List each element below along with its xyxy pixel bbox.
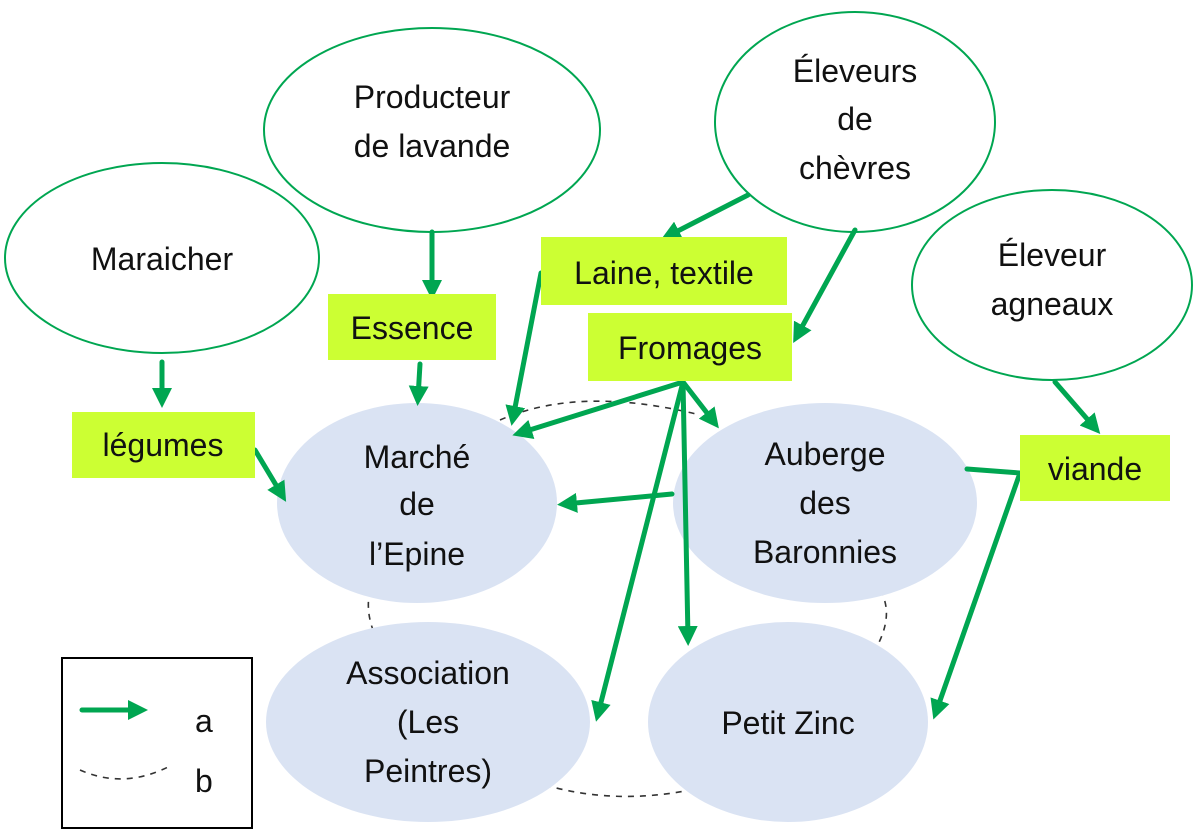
arrow-legumes-marche: [252, 447, 287, 502]
arrow-laine-marche: [505, 270, 544, 426]
place-auberge: Auberge des Baronnies: [673, 403, 977, 603]
place-association-label-1: Association: [346, 655, 510, 691]
place-marche-label-3: l’Epine: [369, 536, 465, 572]
producer-chevres: Éleveurs de chèvres: [714, 11, 996, 233]
product-legumes: légumes: [72, 412, 255, 478]
legend: a b: [61, 657, 253, 829]
place-association: Association (Les Peintres): [266, 622, 590, 822]
product-fromages: Fromages: [588, 313, 792, 381]
product-viande-label: viande: [1048, 451, 1142, 487]
producer-chevres-label-2: de: [837, 101, 873, 137]
product-laine: Laine, textile: [541, 237, 787, 305]
arrow-chevres-fromages: [793, 227, 858, 344]
producer-lavande: Producteur de lavande: [263, 27, 601, 233]
product-essence: Essence: [328, 294, 496, 360]
place-marche: Marché de l’Epine: [277, 403, 557, 603]
arrow-fromages-petitzinc: [677, 379, 698, 646]
product-viande: viande: [1020, 435, 1170, 501]
legend-dash-icon: [79, 764, 173, 780]
arrow-essence-marche: [408, 361, 429, 406]
place-marche-label-1: Marché: [364, 439, 471, 475]
producer-lavande-label-1: Producteur: [354, 79, 511, 115]
place-petitzinc-label: Petit Zinc: [721, 705, 854, 741]
product-fromages-label: Fromages: [618, 330, 762, 366]
producer-maraicher-label: Maraicher: [91, 241, 234, 277]
place-marche-label-2: de: [399, 486, 435, 522]
producer-agneaux-label-1: Éleveur: [998, 237, 1107, 273]
producer-agneaux: Éleveur agneaux: [911, 189, 1193, 381]
arrow-fromages-auberge: [680, 379, 719, 429]
legend-label-b: b: [195, 763, 213, 799]
arrow-chevres-laine: [660, 192, 751, 240]
producer-lavande-label-2: de lavande: [354, 128, 511, 164]
place-petitzinc: Petit Zinc: [648, 622, 928, 822]
product-essence-label: Essence: [351, 310, 474, 346]
place-association-label-3: Peintres): [364, 753, 492, 789]
arrow-fromages-marche: [512, 379, 686, 439]
product-laine-label: Laine, textile: [574, 255, 754, 291]
legend-label-a: a: [195, 703, 213, 739]
producer-agneaux-label-2: agneaux: [991, 286, 1114, 322]
product-legumes-label: légumes: [103, 427, 224, 463]
producer-maraicher: Maraicher: [4, 162, 320, 354]
place-auberge-label-3: Baronnies: [753, 534, 897, 570]
place-association-label-2: (Les: [397, 704, 459, 740]
link-petitzinc-association: [544, 784, 691, 798]
place-auberge-label-2: des: [799, 485, 851, 521]
producer-chevres-label-3: chèvres: [799, 150, 911, 186]
place-auberge-label-1: Auberge: [765, 436, 886, 472]
producer-chevres-label-1: Éleveurs: [793, 53, 918, 89]
arrow-fromages-association: [591, 379, 686, 722]
link-auberge-petitzinc: [874, 589, 888, 651]
arrow-auberge-marche: [557, 491, 675, 513]
arrow-agneaux-viande: [1052, 379, 1101, 435]
